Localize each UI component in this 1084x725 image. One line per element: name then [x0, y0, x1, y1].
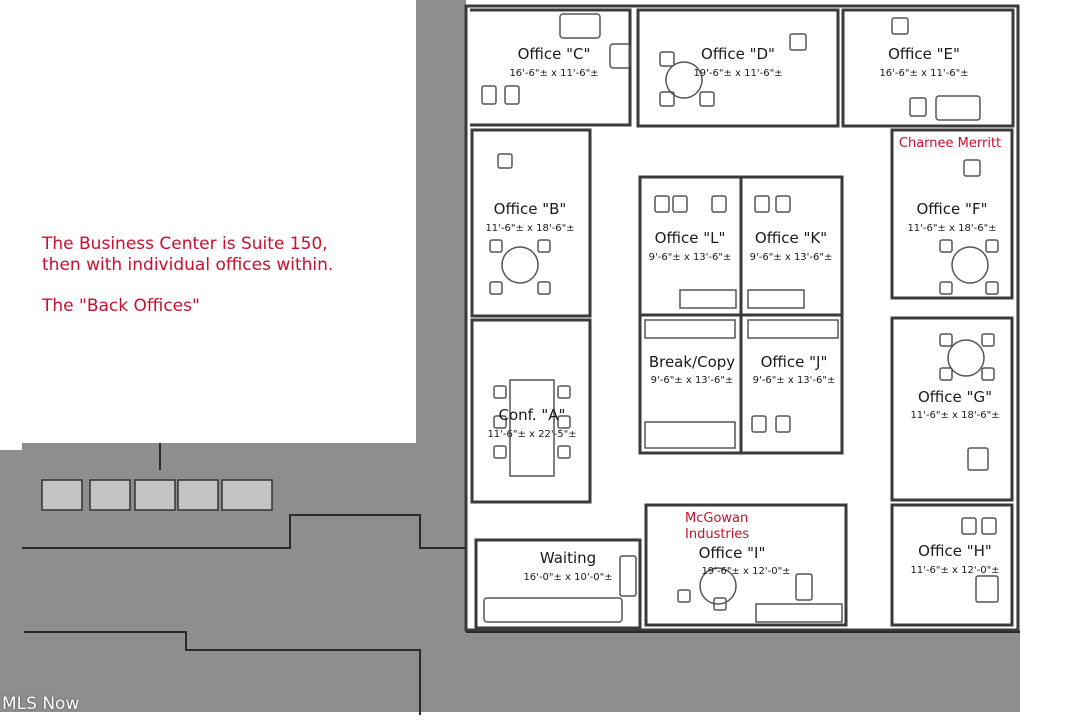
mls-watermark: MLS Now [2, 694, 80, 714]
restrooms [41, 479, 273, 511]
room-dims: 9'-6"± x 13'-6"± [750, 252, 833, 263]
room-dims: 9'-6"± x 13'-6"± [649, 252, 732, 263]
room-dims: 11'-6"± x 22'-5"± [487, 429, 576, 440]
shaded-walls [22, 443, 1020, 715]
note-line: then with individual offices within. [42, 255, 334, 275]
room-name: Office "F" [917, 200, 988, 218]
room-name: Office "D" [701, 45, 775, 63]
room-dims: 9'-6"± x 13'-6"± [651, 375, 734, 386]
room-name: Office "G" [918, 388, 992, 406]
room-name: Office "B" [494, 200, 567, 218]
room-labels: Office "C" 16'-6"± x 11'-6"± Office "D" … [485, 45, 999, 583]
room-dims: 19'-6"± x 11'-6"± [693, 68, 782, 79]
room-name: Waiting [540, 549, 596, 567]
room-dims: 9'-6"± x 13'-6"± [753, 375, 836, 386]
room-dims: 11'-6"± x 12'-0"± [910, 565, 999, 576]
room-dims: 11'-6"± x 18'-6"± [907, 223, 996, 234]
room-name: Break/Copy [649, 353, 735, 371]
shaded-area [0, 0, 1020, 712]
room-name: Office "C" [518, 45, 591, 63]
room-name: Office "L" [655, 229, 726, 247]
furniture [481, 13, 999, 623]
room-dims: 11'-6"± x 18'-6"± [910, 410, 999, 421]
room-name: Office "J" [761, 353, 828, 371]
suite-note: The Business Center is Suite 150, then w… [42, 234, 333, 276]
room-name: Office "H" [918, 542, 992, 560]
note-line: The Business Center is Suite 150, [42, 234, 328, 254]
room-dims: 16'-6"± x 11'-6"± [879, 68, 968, 79]
room-name: Conf. "A" [499, 406, 566, 424]
tenant-office-i-line1: McGowan [685, 511, 748, 526]
room-dims: 16'-0"± x 10'-0"± [523, 572, 612, 583]
room-dims: 16'-6"± x 11'-6"± [509, 68, 598, 79]
room-dims: 19'-6"± x 12'-0"± [701, 566, 790, 577]
room-name: Office "K" [755, 229, 827, 247]
tenant-office-i-line2: Industries [685, 527, 749, 542]
room-name: Office "I" [699, 544, 766, 562]
room-dims: 11'-6"± x 18'-6"± [485, 223, 574, 234]
back-offices-note: The "Back Offices" [42, 296, 200, 316]
room-name: Office "E" [888, 45, 960, 63]
tenant-office-f: Charnee Merritt [899, 136, 1001, 151]
